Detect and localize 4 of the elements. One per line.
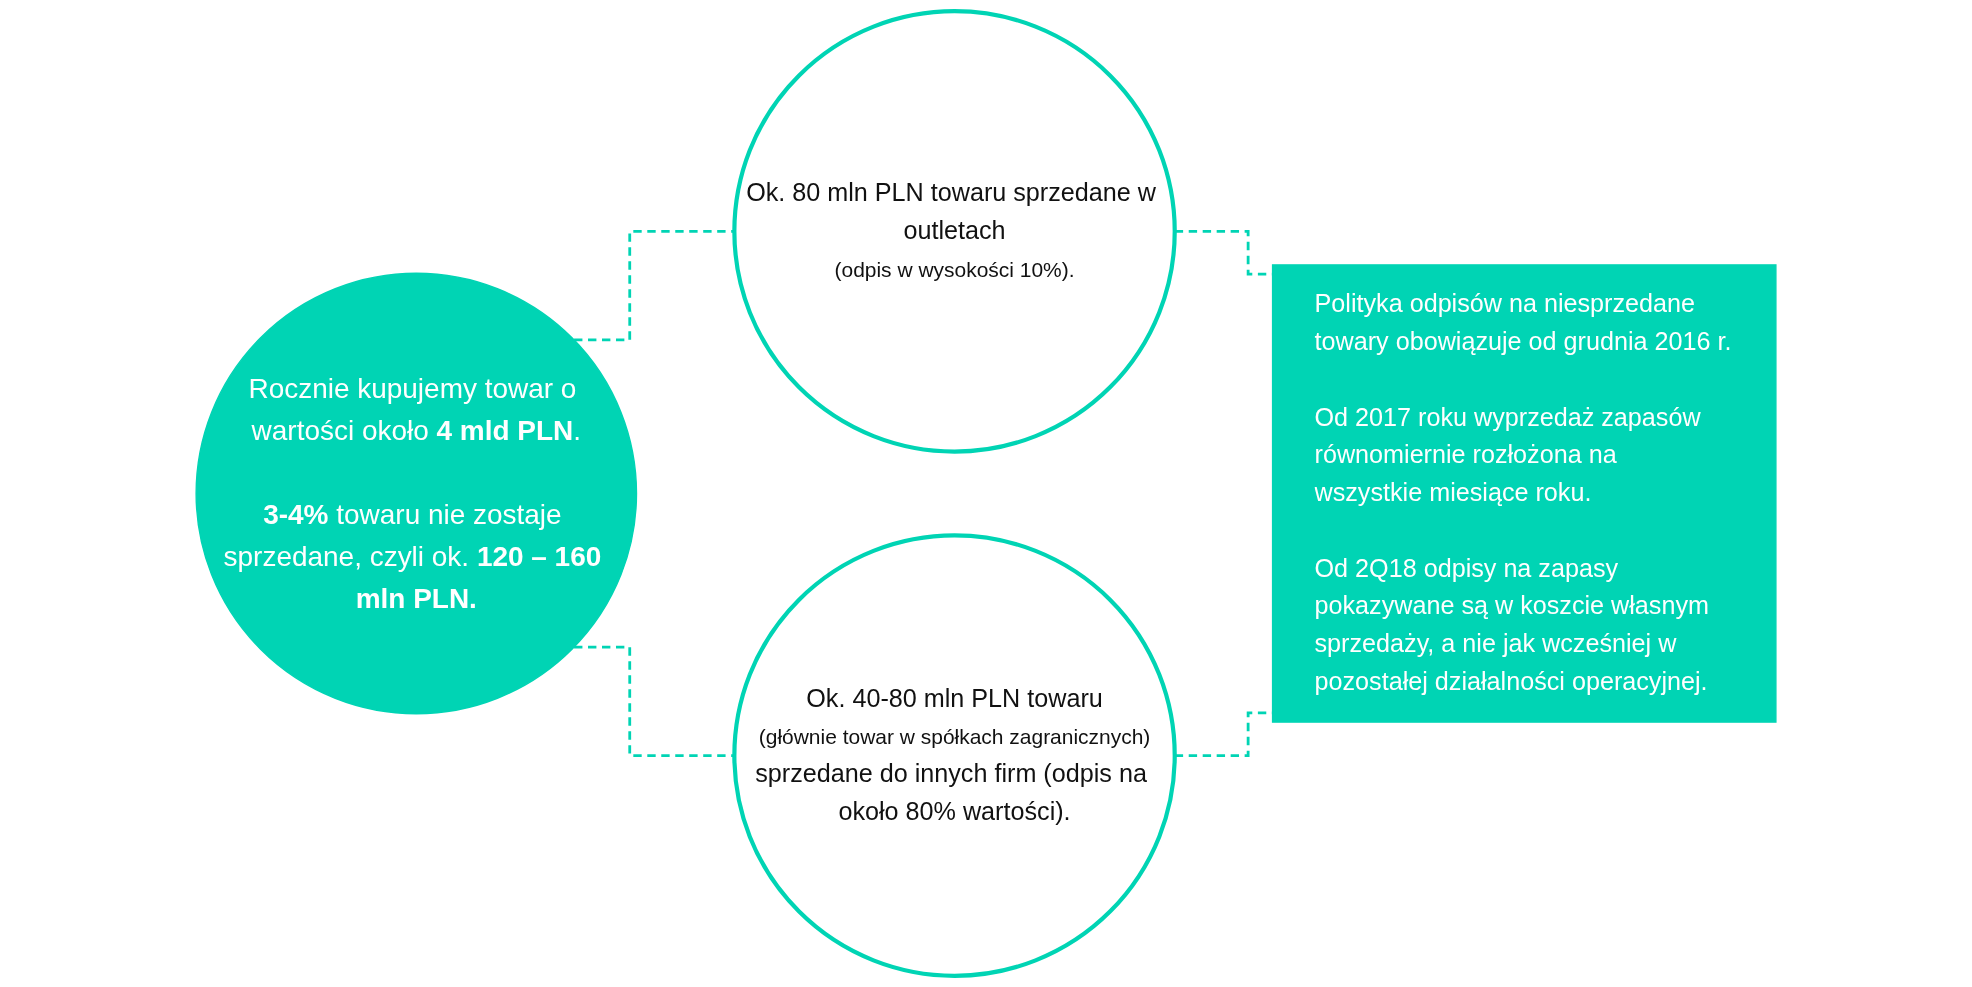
node-circle: Ok. 40-80 mln PLN towaru (głównie towar w spółkach zagranicznych) sprzedane do innych firm (odpis na około 80% wartości). [732,533,1177,978]
node-box: Polityka odpisów na niesprzedane towary obowiązuje od grudnia 2016 r. Od 2017 roku wyprzedaż zapasów równomiernie rozłożona na wszystkie miesiące roku. Od 2Q18 odpisy na zapasy pokazywane są w koszcie własnym sprzedaży, a nie jak wcześniej w pozostałej działalności operacyjnej. [1271,264,1777,723]
node-circle: Ok. 80 mln PLN towaru sprzedane w outletach (odpis w wysokości 10%). [732,9,1177,454]
node-circle: Rocznie kupujemy towar o wartości około 4 mld PLN. 3-4% towaru nie zostaje sprzedane, czyli ok. 120 – 160 mln PLN. [195,272,638,715]
